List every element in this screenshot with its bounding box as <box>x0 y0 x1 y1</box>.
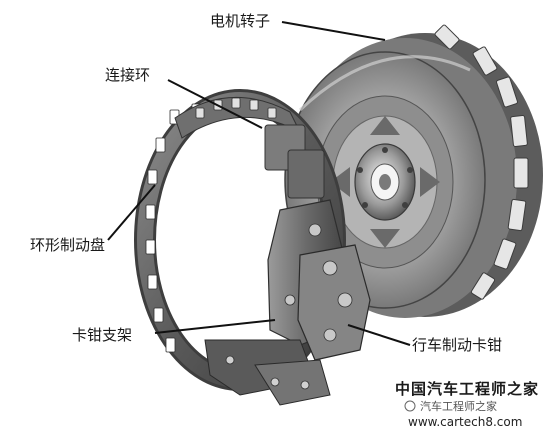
callout-service-brake-caliper: 行车制动卡钳 <box>347 324 502 354</box>
motor-rotor-label: 电机转子 <box>210 12 270 30</box>
callout-caliper-bracket: 卡钳支架 <box>72 319 276 344</box>
callout-ring-brake-disc: 环形制动盘 <box>30 184 156 254</box>
watermark-site-name: 中国汽车工程师之家 <box>395 380 539 398</box>
rotor-face-pockets <box>330 116 440 248</box>
service-brake-caliper-body <box>297 244 371 361</box>
service-brake-caliper-label: 行车制动卡钳 <box>412 336 502 354</box>
wechat-icon <box>404 400 416 412</box>
motor-rotor-drum <box>284 24 543 318</box>
caliper-assembly <box>204 199 371 406</box>
callout-connecting-ring: 连接环 <box>105 66 263 129</box>
connecting-ring <box>174 96 325 199</box>
callout-motor-rotor: 电机转子 <box>210 12 386 41</box>
rotor-rim-slots <box>434 24 529 300</box>
watermark-wechat-name: 汽车工程师之家 <box>420 399 497 413</box>
watermark-url: www.cartech8.com <box>408 415 522 429</box>
ring-brake-disc-label: 环形制动盘 <box>30 236 105 254</box>
connecting-ring-label: 连接环 <box>105 66 150 84</box>
caliper-bracket-label: 卡钳支架 <box>72 326 132 344</box>
watermark: 中国汽车工程师之家 汽车工程师之家 www.cartech8.com <box>395 380 539 429</box>
